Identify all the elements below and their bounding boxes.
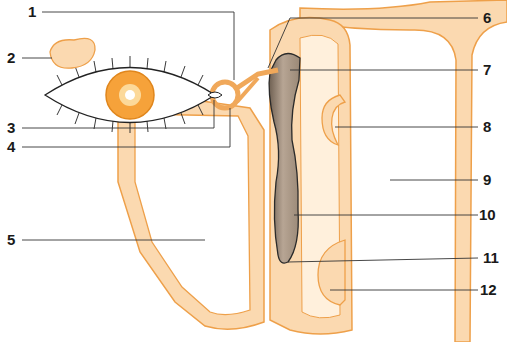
maxillary-sinus — [135, 114, 250, 315]
eyelid-outline — [45, 68, 215, 123]
inferior-concha — [318, 240, 345, 305]
maxillary-sinus-wall — [118, 100, 264, 329]
callout-number: 4 — [7, 139, 15, 155]
common-canaliculus-lower — [237, 78, 258, 102]
callout-number: 1 — [28, 4, 36, 20]
callout-number: 11 — [483, 250, 499, 266]
iris — [106, 71, 154, 119]
middle-concha — [322, 95, 345, 145]
lacrimal-sac-duct — [269, 53, 300, 263]
lateral-nasal-wall — [270, 18, 352, 334]
callout-number: 7 — [483, 62, 491, 78]
punctum — [208, 92, 222, 98]
callout-number: 9 — [483, 172, 491, 188]
callout-number: 2 — [7, 50, 15, 66]
callout-number: 8 — [483, 119, 491, 135]
lacrimal-gland — [50, 38, 95, 68]
iris-inner — [119, 84, 141, 106]
eyelashes — [57, 56, 203, 133]
callout-number: 12 — [480, 282, 497, 298]
pupil — [125, 90, 135, 100]
leader-lines — [22, 12, 478, 290]
callout-number: 10 — [479, 207, 496, 223]
callout-number: 3 — [7, 120, 15, 136]
callout-number: 6 — [483, 10, 491, 26]
callout-number: 5 — [7, 232, 15, 248]
nasal-roof — [300, 0, 507, 342]
